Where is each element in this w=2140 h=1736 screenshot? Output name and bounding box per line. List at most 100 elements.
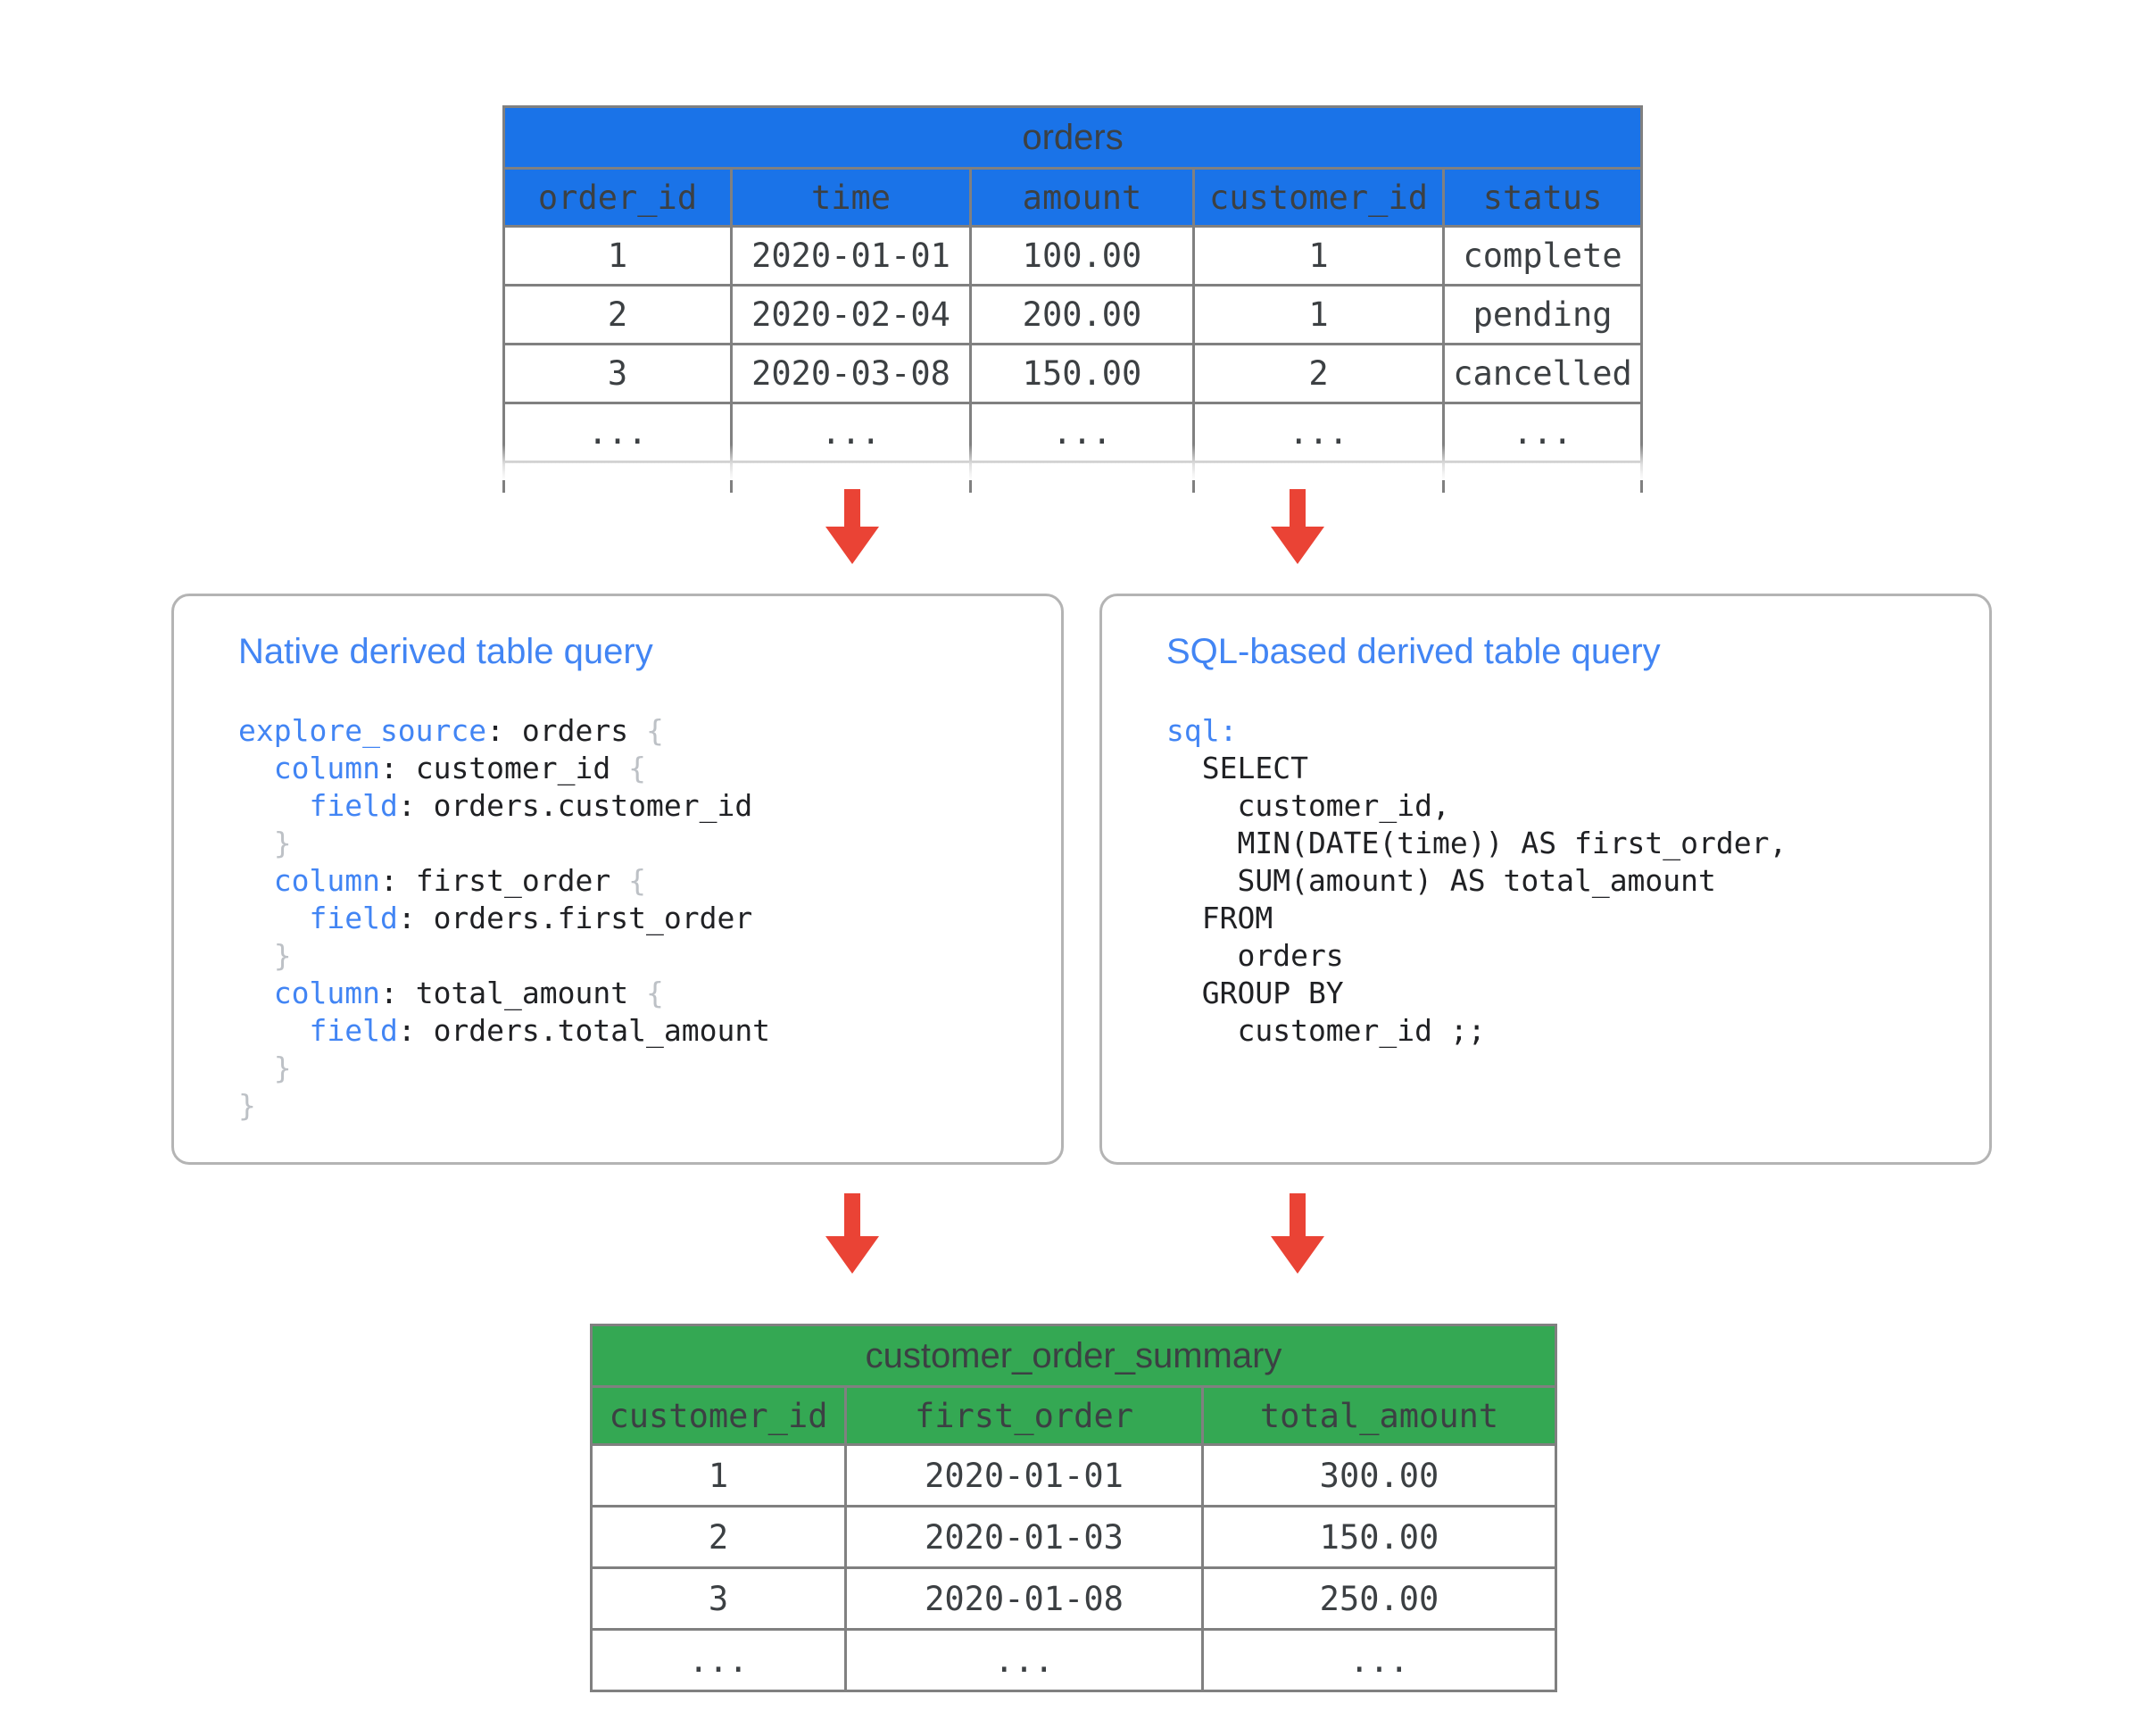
- summary-table-name: customer_order_summary: [590, 1324, 1557, 1388]
- code-line: column: total_amount {: [238, 975, 770, 1012]
- code-token: sql:: [1166, 713, 1238, 748]
- arrow-head: [825, 1236, 879, 1274]
- code-token: field: [309, 788, 398, 823]
- table-cell: 1: [1192, 225, 1445, 287]
- code-line: }: [238, 1050, 770, 1087]
- code-token: customer_id,: [1166, 788, 1450, 823]
- code-token: customer_id ;;: [1166, 1013, 1486, 1048]
- code-token: [238, 863, 274, 898]
- code-token: {: [628, 863, 646, 898]
- table-cell: 2020-03-08: [730, 343, 972, 404]
- arrow-shaft: [844, 489, 860, 527]
- code-line: column: customer_id {: [238, 750, 770, 787]
- table-row-ellipsis: ... ... ... ... ...: [502, 402, 1644, 463]
- sql-derived-table-panel: SQL-based derived table query sql: SELEC…: [1099, 594, 1992, 1165]
- orders-table-name: orders: [502, 105, 1644, 170]
- table-cell: 3: [502, 343, 733, 404]
- column-header-customer-id: customer_id: [590, 1385, 847, 1446]
- table-cell: [1441, 461, 1644, 493]
- arrow-head: [1271, 1236, 1324, 1274]
- code-block-native: explore_source: orders { column: custome…: [238, 712, 770, 1125]
- column-header-customer-id: customer_id: [1192, 167, 1445, 228]
- summary-table-header-row: customer_id first_order total_amount: [590, 1385, 1557, 1446]
- code-token: }: [273, 826, 292, 860]
- code-token: [238, 826, 274, 860]
- table-cell: 150.00: [1201, 1505, 1557, 1569]
- code-line: customer_id ;;: [1166, 1012, 1787, 1050]
- table-cell-ellipsis: ...: [1201, 1628, 1557, 1692]
- code-block-sql: sql: SELECT customer_id, MIN(DATE(time))…: [1166, 712, 1787, 1050]
- column-header-amount: amount: [969, 167, 1195, 228]
- table-cell: 150.00: [969, 343, 1195, 404]
- code-token: : orders.customer_id: [397, 788, 753, 823]
- code-token: [238, 976, 274, 1010]
- table-cell: [502, 461, 733, 493]
- code-token: : customer_id: [379, 751, 629, 785]
- arrow-shaft: [1290, 489, 1306, 527]
- code-token: : first_order: [379, 863, 629, 898]
- table-cell: 3: [590, 1566, 847, 1631]
- table-cell: 2: [502, 284, 733, 345]
- table-cell: 1: [590, 1443, 847, 1508]
- table-cell: [969, 461, 1195, 493]
- table-cell: 2020-01-03: [844, 1505, 1204, 1569]
- code-line: SUM(amount) AS total_amount: [1166, 862, 1787, 900]
- code-line: orders: [1166, 937, 1787, 975]
- table-cell-ellipsis: ...: [969, 402, 1195, 463]
- table-row: 2 2020-02-04 200.00 1 pending: [502, 284, 1644, 345]
- code-token: field: [309, 1013, 398, 1048]
- code-token: : total_amount: [379, 976, 646, 1010]
- table-cell: 1: [502, 225, 733, 287]
- code-token: column: [273, 751, 380, 785]
- code-line: }: [238, 1087, 770, 1125]
- column-header-total-amount: total_amount: [1201, 1385, 1557, 1446]
- code-token: SUM(amount) AS total_amount: [1166, 863, 1716, 898]
- table-cell: 2020-02-04: [730, 284, 972, 345]
- panel-title-sql: SQL-based derived table query: [1166, 632, 1661, 671]
- summary-table-title-row: customer_order_summary: [590, 1324, 1557, 1388]
- code-token: field: [309, 901, 398, 935]
- code-line: field: orders.total_amount: [238, 1012, 770, 1050]
- column-header-first-order: first_order: [844, 1385, 1204, 1446]
- code-line: sql:: [1166, 712, 1787, 750]
- table-cell: 2: [590, 1505, 847, 1569]
- code-line: column: first_order {: [238, 862, 770, 900]
- column-header-order-id: order_id: [502, 167, 733, 228]
- code-token: {: [645, 976, 664, 1010]
- code-token: orders: [1166, 938, 1344, 973]
- code-token: : orders: [486, 713, 646, 748]
- code-token: {: [645, 713, 664, 748]
- code-token: SELECT: [1166, 751, 1308, 785]
- table-cell-ellipsis: ...: [844, 1628, 1204, 1692]
- code-token: GROUP BY: [1166, 976, 1344, 1010]
- code-line: SELECT: [1166, 750, 1787, 787]
- code-token: column: [273, 863, 380, 898]
- table-cell: 250.00: [1201, 1566, 1557, 1631]
- table-cell: 300.00: [1201, 1443, 1557, 1508]
- code-token: explore_source: [238, 713, 487, 748]
- table-cell: cancelled: [1441, 343, 1644, 404]
- table-row: 2 2020-01-03 150.00: [590, 1505, 1557, 1569]
- table-cell: 2020-01-01: [844, 1443, 1204, 1508]
- table-cell-ellipsis: ...: [502, 402, 733, 463]
- code-token: : orders.total_amount: [397, 1013, 771, 1048]
- code-token: [238, 901, 309, 935]
- customer-order-summary-table: customer_order_summary customer_id first…: [590, 1324, 1557, 1692]
- table-cell: 100.00: [969, 225, 1195, 287]
- code-token: }: [238, 1088, 256, 1123]
- code-line: }: [238, 825, 770, 862]
- code-line: field: orders.first_order: [238, 900, 770, 937]
- code-token: }: [273, 938, 292, 973]
- code-line: customer_id,: [1166, 787, 1787, 825]
- table-cell: 1: [1192, 284, 1445, 345]
- table-row: 1 2020-01-01 300.00: [590, 1443, 1557, 1508]
- orders-table-title-row: orders: [502, 105, 1644, 170]
- table-cell: [1192, 461, 1445, 493]
- arrow-head: [825, 527, 879, 564]
- code-line: GROUP BY: [1166, 975, 1787, 1012]
- table-row: 3 2020-03-08 150.00 2 cancelled: [502, 343, 1644, 404]
- native-derived-table-panel: Native derived table query explore_sourc…: [171, 594, 1064, 1165]
- table-cell-ellipsis: ...: [590, 1628, 847, 1692]
- code-token: column: [273, 976, 380, 1010]
- code-token: [238, 788, 309, 823]
